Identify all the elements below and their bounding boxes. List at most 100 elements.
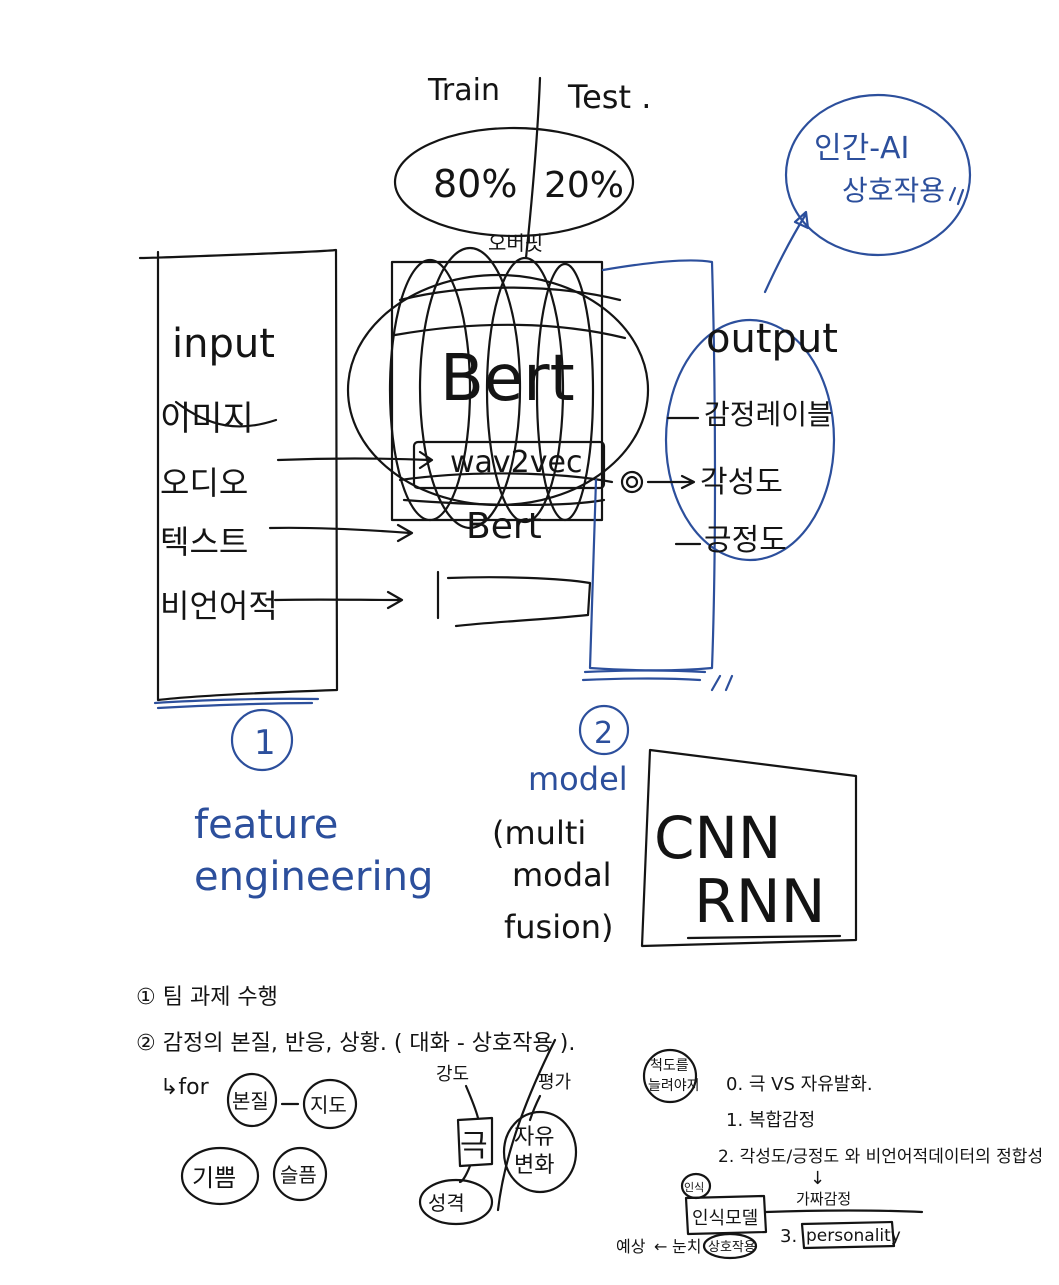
seongyeok-ellipse	[418, 1178, 494, 1226]
nonverbal-model-box	[436, 570, 592, 628]
insik-model-label: 인식모델	[692, 1208, 758, 1229]
pyeongga-label: 평가	[538, 1072, 571, 1093]
output-arrow-arousal	[646, 474, 696, 490]
model-area: Bert wav2vec Bert	[346, 246, 650, 628]
bonjil-label: 본질	[232, 1089, 269, 1113]
model-scribble-lines	[393, 286, 627, 507]
arrow-output-to-hci	[763, 210, 810, 294]
list-1: 1. 복합감정	[726, 1110, 815, 1131]
bonjil-ellipse	[226, 1072, 278, 1128]
input-box-underline	[153, 697, 320, 710]
byeonhwa-label: 변화	[514, 1153, 554, 1178]
input-item-nonverbal: 비언어적	[160, 587, 278, 625]
wav2vec-label: wav2vec	[450, 445, 582, 480]
cheokdo-ellipse	[642, 1048, 698, 1104]
seulpeum-label: 슬픔	[280, 1163, 317, 1187]
seongyeok-label: 성격	[428, 1191, 465, 1215]
list-0: 0. 극 VS 자유발화.	[726, 1074, 873, 1095]
input-title: input	[172, 321, 275, 367]
number-1: 1	[254, 723, 276, 763]
sangho-label: 상호작용	[708, 1240, 756, 1255]
split-divider-line	[524, 76, 542, 260]
human-ai-circle: 인간-AI 상호작용	[784, 93, 972, 257]
for-line: ↳for	[160, 1075, 210, 1100]
jayu-label: 자유	[514, 1125, 554, 1150]
loop-bottom-lines	[581, 669, 734, 692]
train-percent: 80%	[433, 162, 517, 206]
fusion-node-inner	[625, 475, 639, 489]
model-scribble-4	[535, 262, 595, 522]
strike-through-image	[174, 400, 278, 428]
cnn-rnn-box: CNN RNN	[640, 748, 858, 948]
insik-model-box	[684, 1194, 768, 1236]
hci-title: 인간-AI	[814, 131, 909, 166]
model-caption-4: fusion)	[504, 908, 613, 946]
train-test-split: Train Test . 80% 20% 오버핏	[393, 73, 651, 260]
input-box-outline	[138, 248, 339, 702]
cnn-label: CNN	[654, 804, 781, 872]
input-item-audio: 오디오	[160, 464, 248, 502]
model-to-output-loop	[588, 259, 717, 672]
model-frame	[390, 260, 604, 522]
fusion-node	[620, 470, 644, 494]
bottom-notes: ① 팀 과제 수행 ② 감정의 본질, 반응, 상황. ( 대화 - 상호작용 …	[136, 985, 1043, 1260]
arrow-text-to-model	[268, 523, 414, 543]
insik-line	[764, 1209, 924, 1214]
output-item-emotion: 감정레이블	[704, 398, 833, 431]
hci-subtitle: 상호작용	[842, 174, 945, 207]
rnn-label: RNN	[694, 867, 825, 937]
bert2-label: Bert	[466, 506, 542, 547]
note-2: ② 감정의 본질, 반응, 상황. ( 대화 - 상호작용 ).	[136, 1031, 575, 1056]
hci-ellipse	[784, 93, 972, 257]
model-caption-1: model	[528, 760, 628, 798]
train-label: Train	[427, 73, 500, 108]
geuk-label: 극	[460, 1129, 488, 1164]
output-title: output	[706, 316, 838, 362]
jipdo-ellipse	[302, 1078, 358, 1130]
insik-small-label: 인식	[684, 1181, 704, 1194]
gippeum-label: 기쁨	[192, 1164, 236, 1192]
cheokdo-label: 척도를	[650, 1058, 689, 1074]
arrow-nonverbal-to-model	[273, 590, 404, 610]
output-ellipse	[664, 318, 836, 562]
jipdo-label: 지도	[310, 1093, 347, 1117]
rnn-underline	[686, 934, 842, 940]
pyeongga-line	[528, 1094, 542, 1122]
hci-tick-marks	[948, 186, 965, 206]
feature-label: feature	[194, 802, 338, 848]
output-item-valence: 긍정도	[704, 523, 787, 558]
overfit-note: 오버핏	[488, 231, 543, 255]
nunchi-label: 눈치	[672, 1237, 701, 1256]
jayu-ellipse	[502, 1110, 578, 1194]
wav2vec-box	[412, 440, 606, 490]
geuk-box	[456, 1116, 494, 1168]
model-scribble-5	[388, 258, 472, 522]
gippeum-ellipse	[180, 1146, 260, 1206]
note-1: ① 팀 과제 수행	[136, 985, 278, 1010]
arrow-audio-to-model	[276, 450, 434, 470]
number-2-circle	[578, 704, 630, 756]
diagonal-divider	[496, 1038, 557, 1212]
output-ellipse-group: output 감정레이블 각성도 긍정도	[646, 316, 838, 562]
number-2: 2	[594, 716, 613, 751]
list-2: 2. 각성도/긍정도 와 비언어적데이터의 정합성	[718, 1147, 1043, 1167]
gangdo-label: 강도	[436, 1064, 469, 1085]
arrow-left: ←	[654, 1237, 667, 1256]
engineering-label: engineering	[194, 854, 433, 900]
model-caption-2: (multi	[492, 814, 586, 852]
caption-model: 2 model (multi modal fusion)	[492, 704, 630, 946]
test-percent: 20%	[544, 165, 624, 206]
model-scribble-2	[418, 246, 522, 530]
list-2-down-arrow: ↓	[810, 1168, 825, 1189]
prediction-label: 예상	[616, 1237, 646, 1256]
test-label: Test .	[567, 78, 651, 116]
seongyeok-line	[458, 1164, 472, 1184]
personality-label: personality	[806, 1226, 901, 1246]
list-3-num: 3.	[780, 1226, 797, 1247]
model-scribble-3	[485, 256, 565, 524]
number-1-circle	[230, 708, 294, 772]
personality-box	[800, 1220, 896, 1250]
neullyeotgit-label: 늘려야지	[648, 1078, 700, 1094]
